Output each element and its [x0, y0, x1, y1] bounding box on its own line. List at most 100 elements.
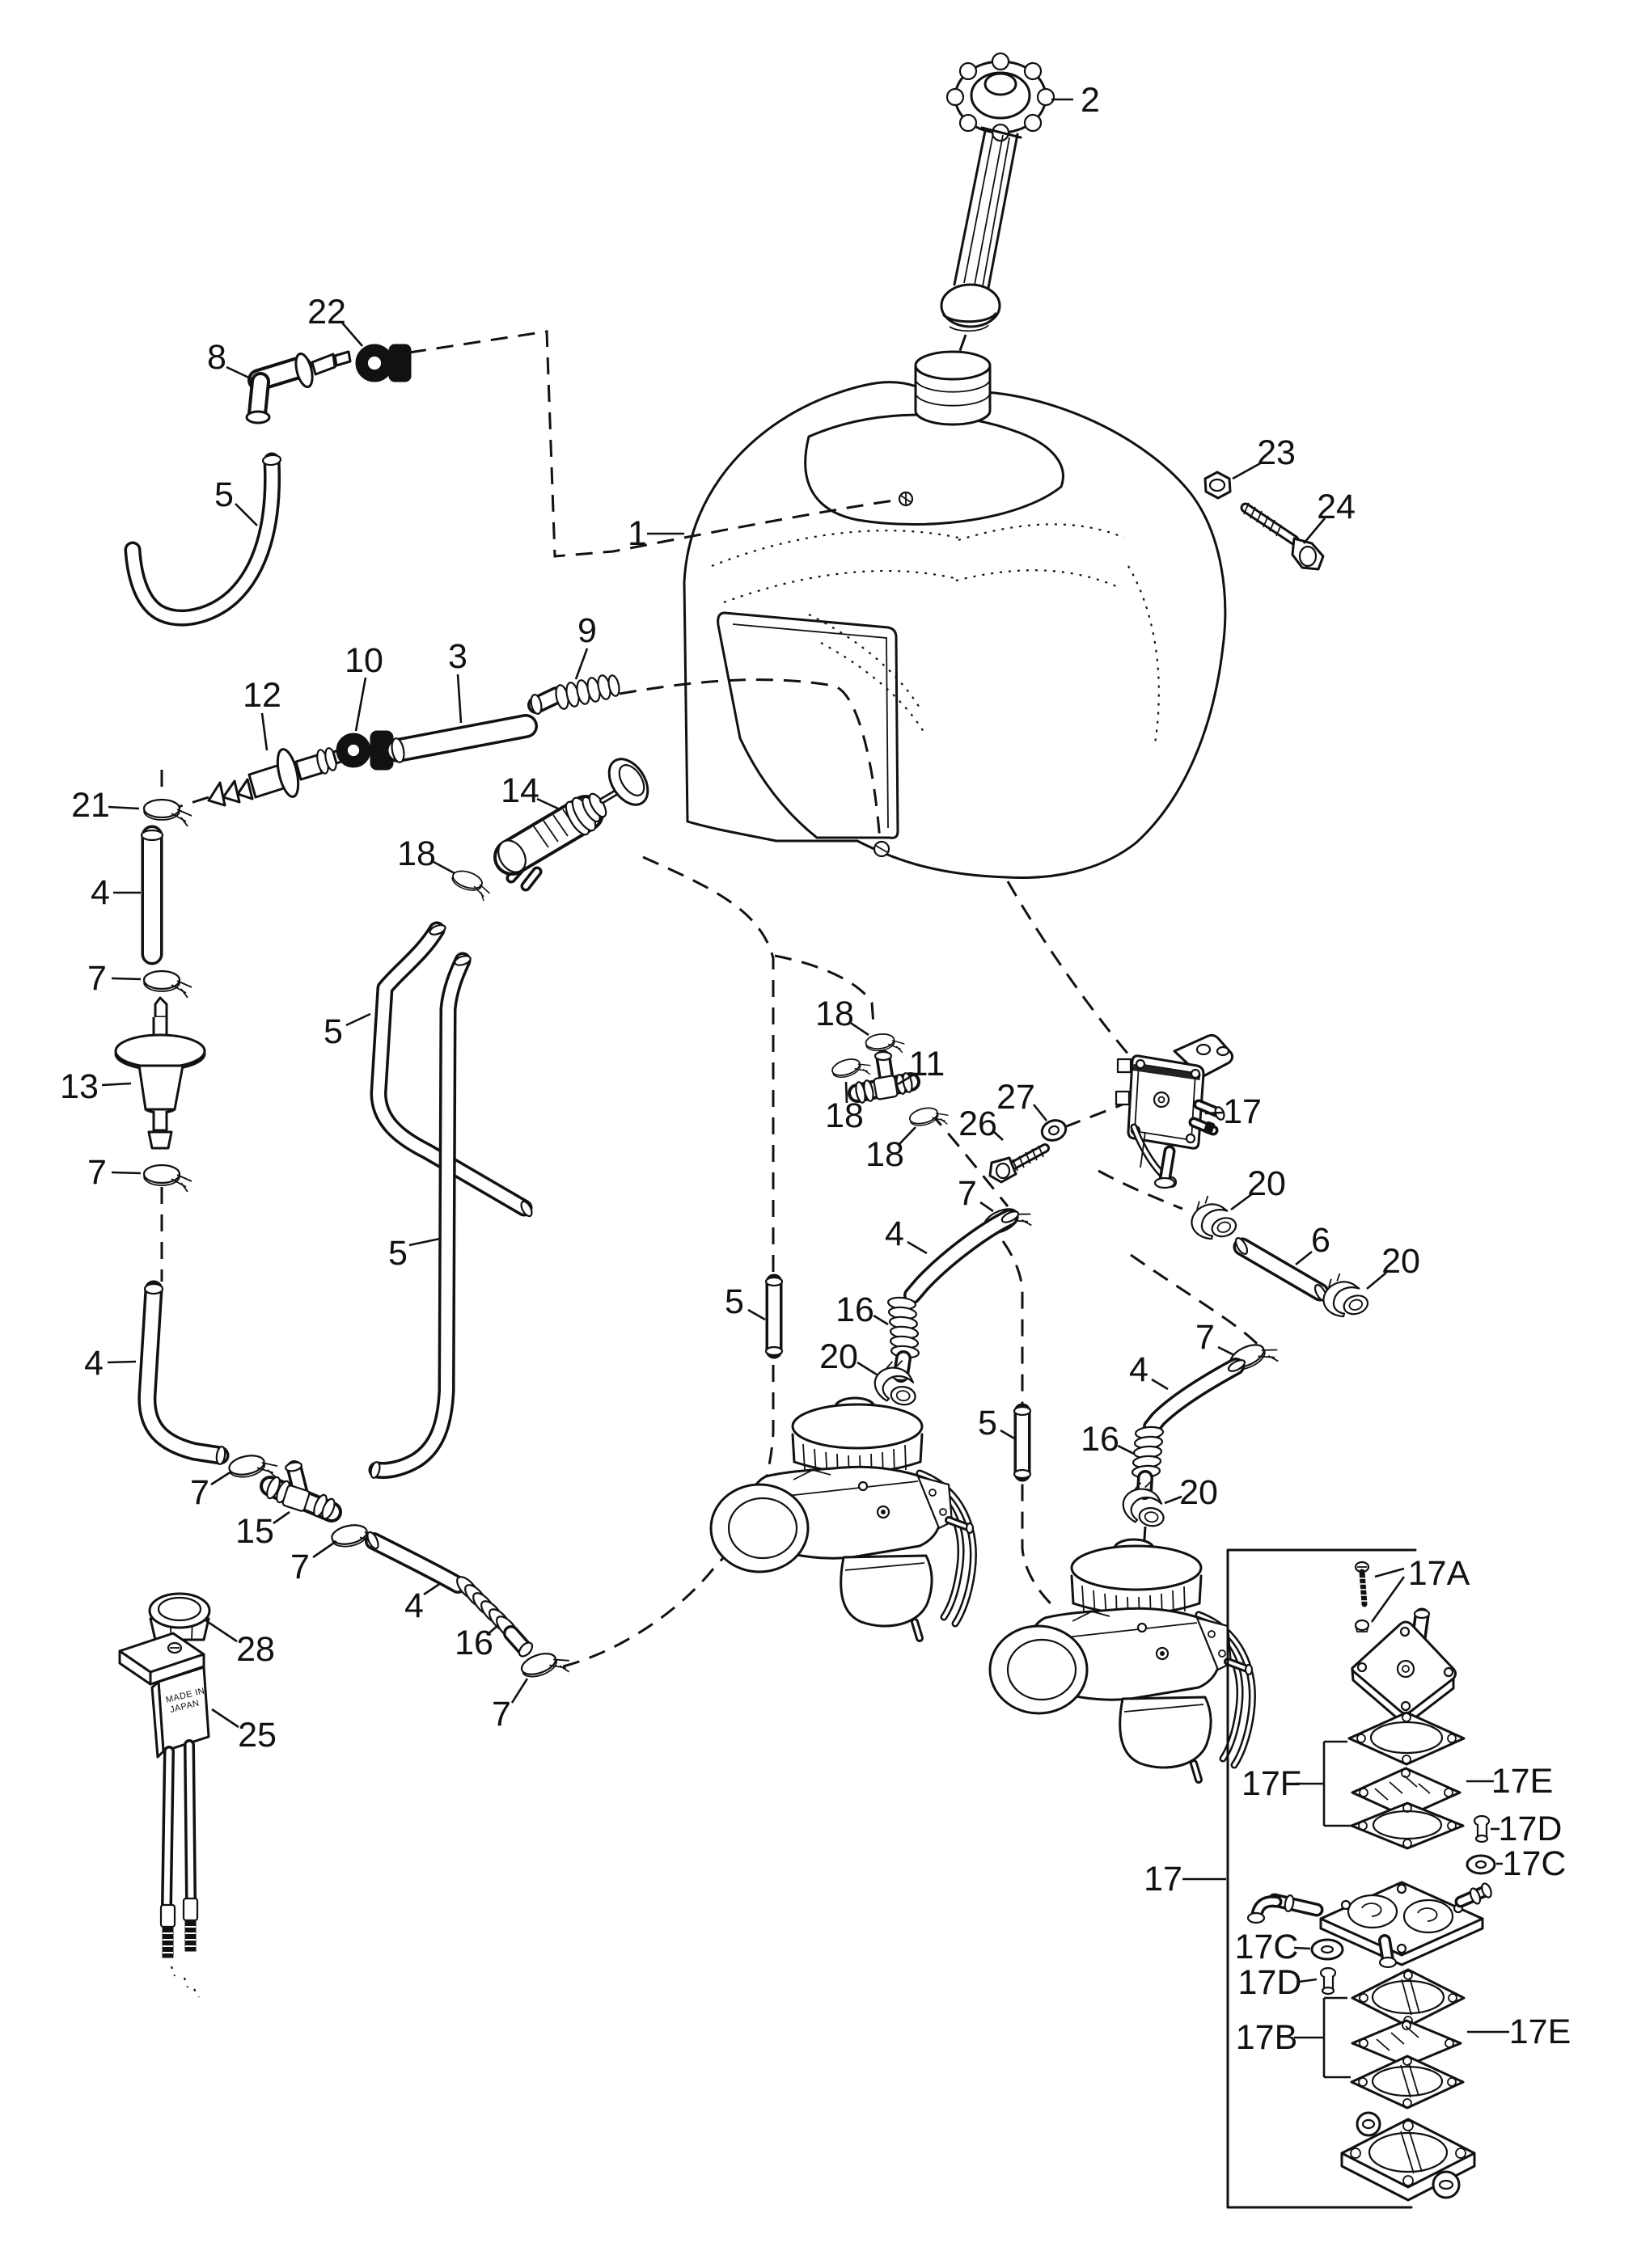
hose-4-bent-left	[137, 1280, 230, 1466]
leader-line-20-42	[1164, 1495, 1182, 1505]
callout-label-17c-54: 17C	[1503, 1844, 1567, 1883]
leader-line-20-38	[1366, 1272, 1387, 1290]
leader-line-18-29	[848, 1020, 869, 1037]
callout-label-13-14: 13	[60, 1067, 99, 1106]
callout-label-18-31: 18	[825, 1096, 864, 1135]
leader-line-7-13	[111, 977, 142, 981]
clamp-7-b	[142, 1164, 193, 1193]
leader-line-15-22	[273, 1510, 290, 1525]
leader-line-16-45	[873, 1314, 889, 1326]
callout-label-14-17: 14	[501, 771, 539, 810]
callout-label-20-36: 20	[1247, 1164, 1286, 1203]
leader-line-7-21	[210, 1470, 232, 1486]
hex-bolt	[1240, 502, 1325, 571]
callout-label-7-21: 7	[190, 1473, 209, 1512]
leader-line-17a-50	[1374, 1567, 1405, 1578]
clip-20-a	[1183, 1189, 1240, 1246]
callout-label-3-9: 3	[448, 637, 467, 676]
leader-line-4-24	[423, 1582, 442, 1596]
callout-label-27-34: 27	[996, 1078, 1035, 1117]
washer-17c-r	[1466, 1854, 1496, 1875]
primer-pump-14	[493, 758, 649, 892]
callout-label-2-0: 2	[1081, 81, 1100, 120]
callout-label-4-48: 4	[885, 1214, 904, 1253]
callout-label-17d-53: 17D	[1499, 1810, 1563, 1848]
leader-line-17c-55	[1293, 1946, 1311, 1950]
callout-label-16-25: 16	[455, 1624, 493, 1662]
hose-5-middle-1	[370, 921, 533, 1218]
leader-line-14-17	[536, 797, 559, 810]
callout-label-16-41: 16	[1081, 1420, 1119, 1459]
gasket-stack-17f	[1347, 1711, 1466, 1850]
filler-neck	[914, 350, 992, 426]
leader-line-13-14	[101, 1082, 132, 1087]
fuel-filter-13	[114, 996, 206, 1150]
leader-line-28-27	[205, 1619, 238, 1643]
leader-line-5-16	[345, 1012, 371, 1027]
fuel-valve-25: MADE INJAPAN	[118, 1632, 210, 1958]
leader-line-16-25	[486, 1624, 499, 1636]
assembly-guide-lines	[160, 330, 1262, 1998]
leader-line-7-23	[312, 1539, 337, 1559]
callout-label-11-30: 11	[909, 1045, 945, 1083]
fitting-12	[207, 747, 348, 807]
callout-label-17c-55: 17C	[1235, 1928, 1299, 1966]
callout-label-23-5: 23	[1257, 433, 1296, 472]
callout-label-25-28: 25	[238, 1716, 277, 1755]
callout-label-20-38: 20	[1381, 1242, 1420, 1281]
callout-label-17e-52: 17E	[1491, 1762, 1554, 1801]
callout-label-6-37: 6	[1311, 1221, 1330, 1260]
leader-line-7-15	[111, 1171, 142, 1175]
callout-label-21-11: 21	[71, 786, 110, 825]
callout-label-17d-56: 17D	[1238, 1963, 1302, 2002]
clamp-18-a	[447, 867, 495, 903]
washer-27	[1040, 1119, 1068, 1142]
carburetor-left	[711, 1398, 973, 1638]
tee-fitting-15	[260, 1460, 342, 1523]
valve-17d-r	[1473, 1814, 1491, 1844]
leader-line-20-46	[857, 1361, 878, 1376]
callout-label-4-12: 4	[91, 873, 110, 912]
callout-label-1-4: 1	[628, 514, 647, 553]
screw-17a	[1354, 1561, 1370, 1632]
callout-label-16-45: 16	[835, 1290, 874, 1329]
callout-label-9-10: 9	[577, 611, 597, 650]
callout-label-20-46: 20	[819, 1337, 858, 1376]
leader-line-10-8	[354, 677, 367, 732]
gasket-stack-17b	[1350, 1968, 1466, 2110]
leader-line-27-34	[1032, 1104, 1048, 1121]
callout-label-17e-58: 17E	[1509, 2012, 1571, 2051]
clamp-21	[142, 798, 193, 828]
callout-label-7-39: 7	[1195, 1318, 1215, 1357]
leader-line-20-36	[1230, 1192, 1254, 1211]
callout-label-20-42: 20	[1179, 1473, 1218, 1512]
leader-line-5-44	[747, 1308, 766, 1321]
fuel-gauge-cap	[940, 52, 1055, 332]
fuel-pump-17	[1115, 1033, 1234, 1189]
callout-label-17f-51: 17F	[1241, 1764, 1301, 1803]
callout-label-18-32: 18	[865, 1135, 904, 1174]
callout-label-18-18: 18	[397, 834, 436, 873]
leader-line-8-2	[226, 365, 255, 382]
leader-line-6-37	[1295, 1250, 1313, 1266]
tee-fitting-11	[848, 1050, 920, 1104]
elbow-fitting-8	[245, 350, 352, 424]
leader-line-16-41	[1117, 1444, 1135, 1455]
hose-4-carb1	[886, 1209, 1020, 1383]
leader-line-5-43	[1000, 1429, 1015, 1440]
leader-line-25-28	[211, 1708, 239, 1729]
grommet-10	[336, 730, 394, 771]
callout-label-5-44: 5	[725, 1282, 744, 1321]
tube-5-centerleft	[764, 1273, 784, 1359]
callout-label-17b-57: 17B	[1236, 2018, 1298, 2057]
callout-label-5-16: 5	[324, 1012, 343, 1051]
callout-label-4-20: 4	[84, 1344, 104, 1383]
callout-label-10-8: 10	[345, 641, 383, 680]
hex-nut	[1203, 471, 1232, 500]
callout-label-5-3: 5	[214, 475, 234, 514]
callout-label-4-24: 4	[404, 1586, 424, 1625]
pump-base-flange	[1340, 2111, 1476, 2202]
callout-label-7-13: 7	[87, 959, 107, 998]
hose-6	[1233, 1237, 1330, 1302]
callout-label-15-22: 15	[235, 1512, 274, 1551]
